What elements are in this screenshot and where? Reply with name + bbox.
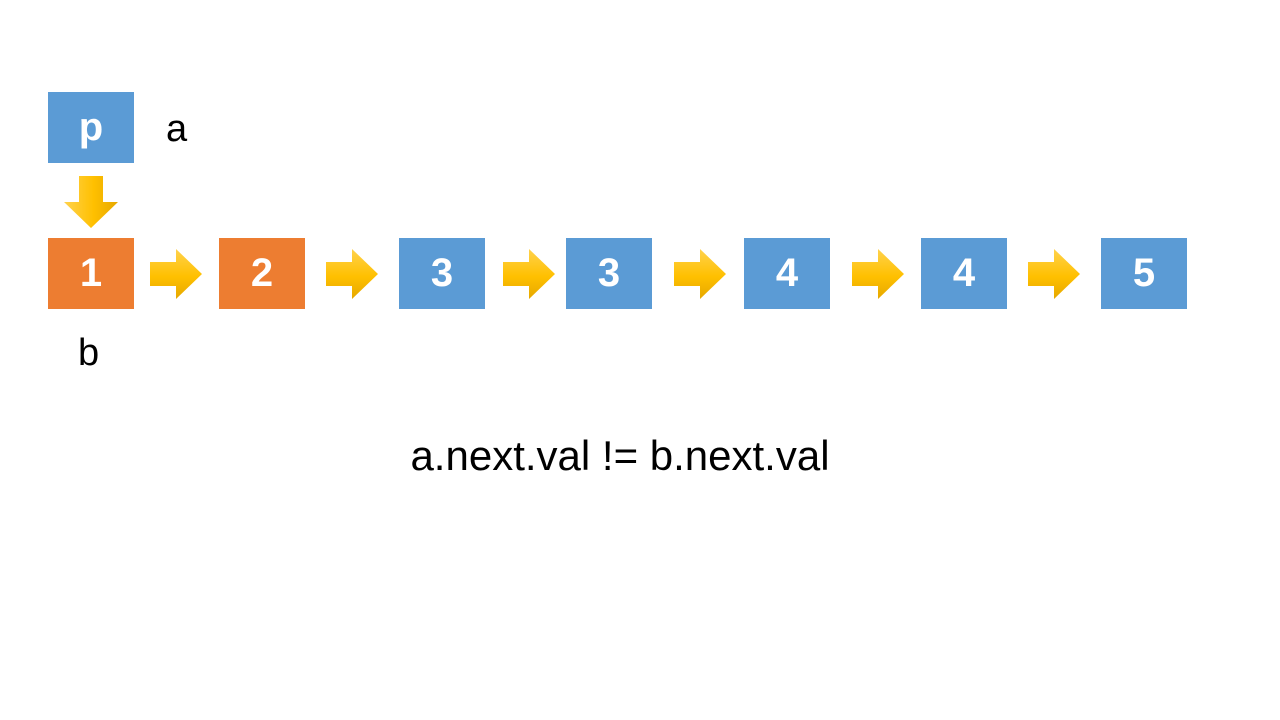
- right-arrow-icon: [674, 249, 726, 299]
- variable-b-label: b: [78, 332, 100, 374]
- right-arrow-icon: [150, 249, 202, 299]
- list-node: 3: [399, 238, 485, 309]
- node-value: 4: [952, 251, 976, 295]
- pointer-label: p: [78, 105, 104, 149]
- right-arrow-icon: [503, 249, 555, 299]
- node-value: 4: [775, 251, 799, 295]
- node-value: 2: [250, 251, 274, 295]
- list-node: 4: [744, 238, 830, 309]
- comparison-expression: a.next.val != b.next.val: [0, 432, 1240, 480]
- down-arrow-icon: [64, 176, 118, 228]
- list-node: 2: [219, 238, 305, 309]
- variable-a-label: a: [166, 108, 188, 150]
- list-node: 1: [48, 238, 134, 309]
- list-node: 3: [566, 238, 652, 309]
- node-value: 3: [597, 251, 621, 295]
- right-arrow-icon: [326, 249, 378, 299]
- right-arrow-icon: [1028, 249, 1080, 299]
- pointer-box-p: p: [48, 92, 134, 163]
- node-value: 1: [79, 251, 103, 295]
- node-value: 3: [430, 251, 454, 295]
- expression-text: a.next.val != b.next.val: [410, 432, 830, 479]
- node-value: 5: [1132, 251, 1156, 295]
- list-node: 4: [921, 238, 1007, 309]
- list-node: 5: [1101, 238, 1187, 309]
- right-arrow-icon: [852, 249, 904, 299]
